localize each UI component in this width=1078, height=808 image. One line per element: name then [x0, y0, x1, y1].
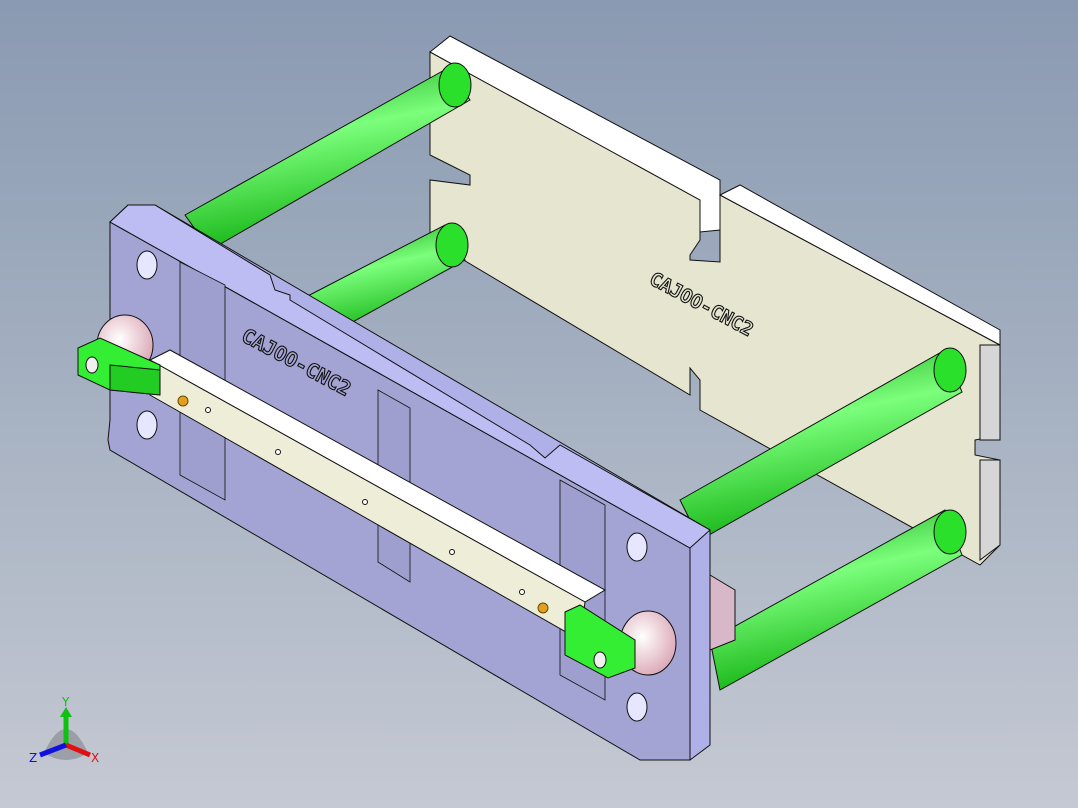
guide-rods: [184, 62, 967, 691]
view-orientation-triad[interactable]: Y X Z: [26, 695, 106, 775]
clamp-left[interactable]: [77, 337, 161, 396]
z-axis-icon: [39, 742, 67, 758]
clamp-right[interactable]: [564, 604, 636, 679]
y-axis-label: Y: [61, 695, 70, 709]
z-axis-label: Z: [29, 751, 37, 765]
x-axis-label: X: [91, 751, 99, 765]
clamp-bar[interactable]: [148, 349, 607, 641]
side-block: [709, 574, 736, 651]
x-axis-icon: [65, 742, 91, 758]
